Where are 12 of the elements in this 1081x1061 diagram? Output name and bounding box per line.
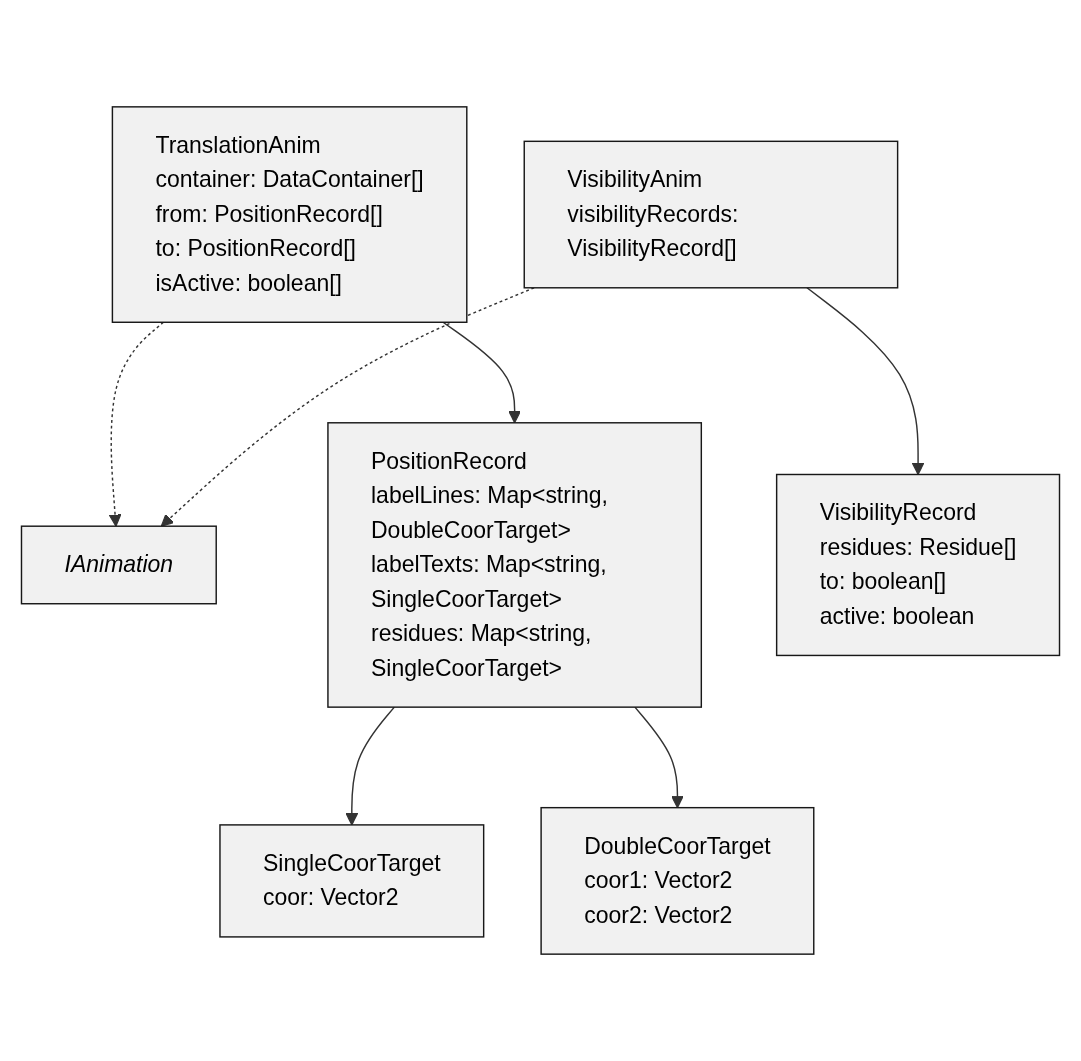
arrow [634, 706, 684, 809]
node-box: DoubleCoorTarget coor1: Vector2 coor2: Vector2 [540, 806, 815, 955]
node-box: PositionRecord labelLines: Map<string, DoubleCoorTarget> labelTexts: Map<string, SingleCoorTarget> residues: Map<string, SingleCoorTarget> [327, 422, 703, 708]
node-box: VisibilityAnim visibilityRecords: VisibilityRecord[] [523, 140, 899, 289]
node-box: IAnimation [20, 525, 217, 605]
arrow [806, 287, 925, 476]
arrow [345, 706, 396, 826]
arrow [442, 321, 521, 424]
node-box: SingleCoorTarget coor: Vector2 [219, 824, 485, 938]
node-box: TranslationAnim container: DataContainer[] from: PositionRecord[] to: PositionRecord[] isActive: boolean[] [111, 106, 468, 323]
node-box: VisibilityRecord residues: Residue[] to: boolean[] active: boolean [775, 473, 1061, 657]
arrow [108, 321, 165, 527]
